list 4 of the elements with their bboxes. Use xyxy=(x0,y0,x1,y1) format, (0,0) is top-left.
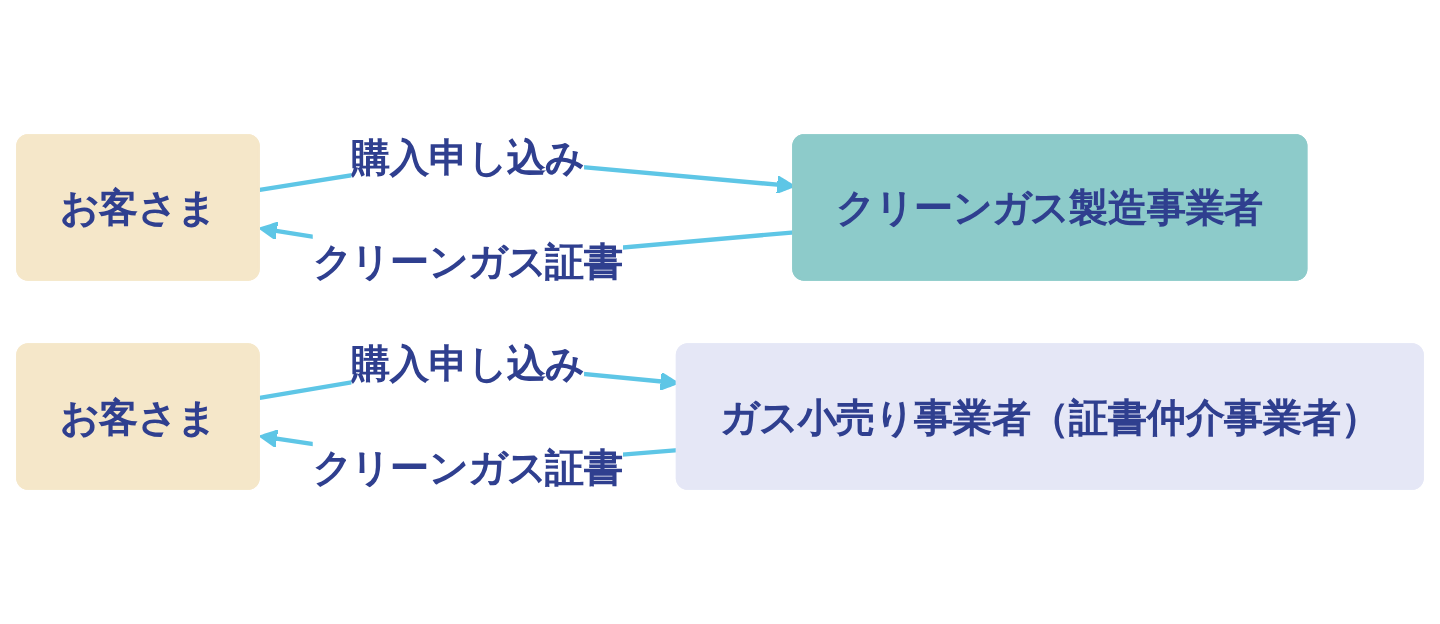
edge-label: 購入申し込み xyxy=(351,340,585,386)
edge-label: クリーンガス証書 xyxy=(312,444,623,490)
edge-label: クリーンガス証書 xyxy=(312,238,623,284)
edge-label: 購入申し込み xyxy=(351,134,585,180)
